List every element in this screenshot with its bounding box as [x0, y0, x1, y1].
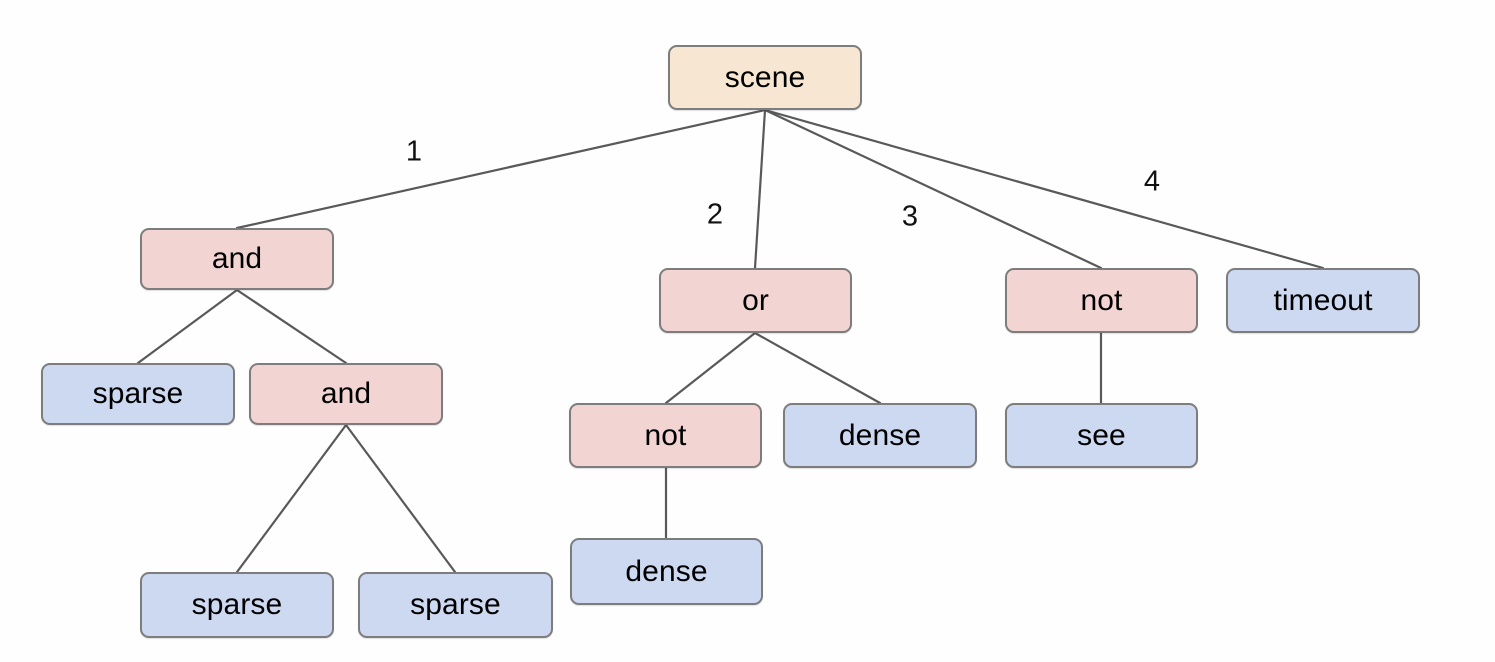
tree-edge-scene-to-not2: [763, 108, 1103, 270]
edge-label-4: 4: [1143, 165, 1161, 198]
tree-edge-and1-to-and2: [235, 288, 348, 365]
tree-node-not1[interactable]: not: [569, 403, 762, 468]
tree-node-label: dense: [838, 418, 922, 452]
tree-node-timeout1[interactable]: timeout: [1226, 268, 1420, 333]
tree-node-label: dense: [625, 554, 708, 588]
tree-node-scene[interactable]: scene: [668, 45, 862, 110]
tree-node-label: not: [1080, 283, 1123, 317]
tree-node-label: and: [211, 242, 263, 275]
tree-node-or1[interactable]: or: [659, 268, 852, 333]
tree-node-label: see: [1077, 418, 1126, 452]
tree-node-label: sparse: [410, 588, 501, 621]
tree-node-see1[interactable]: see: [1005, 403, 1198, 468]
tree-edge-or1-to-not1: [664, 331, 757, 405]
tree-node-label: and: [320, 377, 372, 410]
tree-edge-scene-to-and1: [235, 108, 767, 230]
tree-node-sparse2[interactable]: sparse: [140, 572, 334, 638]
tree-edge-scene-to-timeout1: [763, 108, 1325, 270]
edge-label-1: 1: [405, 135, 423, 168]
tree-node-dense1[interactable]: dense: [783, 403, 977, 468]
tree-node-label: scene: [724, 60, 806, 94]
tree-node-sparse1[interactable]: sparse: [41, 363, 235, 425]
tree-node-label: sparse: [191, 588, 283, 621]
tree-node-label: sparse: [92, 377, 184, 410]
tree-node-and1[interactable]: and: [140, 228, 334, 290]
tree-node-sparse3[interactable]: sparse: [358, 572, 553, 638]
edge-label-2: 2: [706, 198, 724, 231]
tree-edge-or1-to-dense1: [753, 331, 882, 405]
tree-node-label: timeout: [1273, 283, 1373, 317]
tree-node-label: not: [644, 418, 687, 452]
tree-edge-and2-to-sparse3: [344, 423, 457, 574]
tree-edge-and2-to-sparse2: [235, 423, 348, 574]
edge-label-3: 3: [901, 200, 919, 233]
tree-node-and2[interactable]: and: [249, 363, 443, 425]
tree-node-not2[interactable]: not: [1005, 268, 1198, 333]
tree-edge-and1-to-sparse1: [136, 288, 239, 365]
tree-node-label: or: [742, 283, 769, 317]
tree-edge-scene-to-or1: [753, 108, 767, 270]
tree-node-dense2[interactable]: dense: [570, 538, 763, 605]
